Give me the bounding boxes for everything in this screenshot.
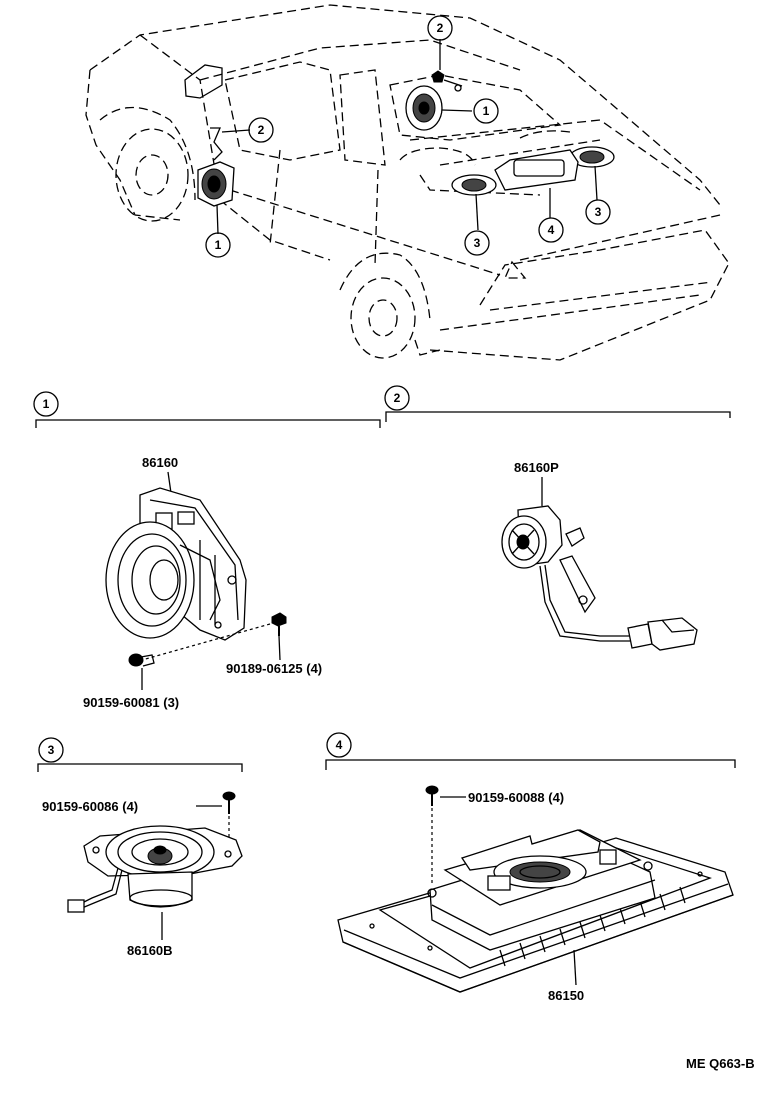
- part-90159-60086-label: 90159-60086 (4): [42, 799, 138, 814]
- section-4-badge: 4: [326, 732, 352, 758]
- section-3-badge: 3: [38, 737, 64, 763]
- tweeter-drawing: [501, 505, 698, 651]
- svg-text:2: 2: [394, 391, 401, 405]
- front-speaker-drawing: [105, 487, 247, 641]
- part-90159-60081-label: 90159-60081 (3): [83, 695, 179, 710]
- svg-text:3: 3: [474, 236, 481, 250]
- part-86160b-label: 86160B: [127, 943, 173, 958]
- screw-90159-60086: [222, 791, 236, 846]
- section-4: 4 90159-60088 (4): [325, 732, 736, 1003]
- part-90189-label: 90189-06125 (4): [226, 661, 322, 676]
- section-1-badge: 1: [33, 391, 59, 417]
- part-86160p-label: 86160P: [514, 460, 559, 475]
- svg-text:1: 1: [43, 397, 50, 411]
- callout-2-rear: 2: [427, 15, 453, 41]
- section-2: 2 86160P: [384, 385, 731, 651]
- car-illustration: 1 2 1 2 3 4 3: [85, 4, 729, 361]
- part-86150-label: 86150: [548, 988, 584, 1003]
- amplifier-tray-drawing: [337, 829, 734, 993]
- part-90159-60088-label: 90159-60088 (4): [468, 790, 564, 805]
- screw-90159-60088: [425, 785, 439, 884]
- part-86160-label: 86160: [142, 455, 178, 470]
- callout-2-front: 2: [248, 117, 274, 143]
- svg-text:4: 4: [336, 738, 343, 752]
- section-2-badge: 2: [384, 385, 410, 411]
- callout-1-rear: 1: [473, 98, 499, 124]
- diagram-code: ME Q663-B: [686, 1056, 755, 1071]
- section-3: 3 90159-60086 (4) 86160B: [37, 737, 243, 958]
- svg-text:2: 2: [258, 123, 265, 137]
- svg-text:4: 4: [548, 223, 555, 237]
- svg-text:2: 2: [437, 21, 444, 35]
- callout-3-left: 3: [464, 230, 490, 256]
- bolt-90189: [141, 612, 287, 661]
- callout-1-front: 1: [205, 232, 231, 258]
- callout-4-amp: 4: [538, 217, 564, 243]
- section-1: 1 86160 90189-06125 (4): [33, 391, 381, 710]
- svg-text:3: 3: [595, 205, 602, 219]
- svg-text:3: 3: [48, 743, 55, 757]
- callout-3-right: 3: [585, 199, 611, 225]
- svg-text:1: 1: [215, 238, 222, 252]
- rear-speaker-drawing: [67, 825, 243, 913]
- nut-90159: [128, 653, 155, 690]
- svg-text:1: 1: [483, 104, 490, 118]
